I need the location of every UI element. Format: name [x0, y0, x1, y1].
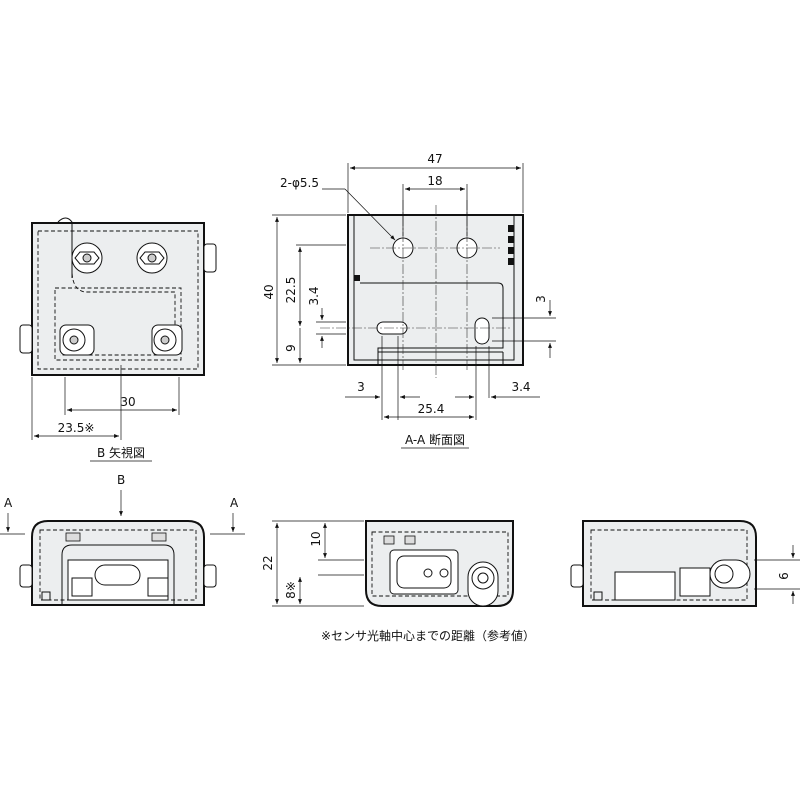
b-view: 30 23.5※ B 矢視図: [19, 217, 217, 462]
section-view-a-a: 47 18 2-φ5.5 40 22.5 3.4 9 3: [262, 152, 556, 449]
arrow-label-a-left: A: [4, 496, 13, 510]
dim-3-4-bottom: 3.4: [511, 380, 530, 394]
front-lens: [94, 564, 141, 586]
bolt-top-right: [136, 242, 168, 274]
front-view: A A B: [0, 473, 245, 606]
bolt-bottom-right: [151, 324, 183, 356]
hole-callout: 2-φ5.5: [280, 176, 319, 190]
bolt-top-left: [71, 242, 103, 274]
section-inner-wall: [353, 214, 515, 361]
dim-30: 30: [120, 395, 135, 409]
footnote: ※センサ光軸中心までの距離（参考値）: [321, 628, 535, 643]
dim-25-4: 25.4: [418, 402, 445, 416]
dim-3-bottom: 3: [357, 380, 365, 394]
b-view-caption: B 矢視図: [97, 445, 145, 460]
side-pin-right: [203, 243, 217, 273]
bolt-bottom-left: [59, 324, 95, 356]
dim-3-4-vertical: 3.4: [307, 286, 321, 305]
side-pin-left: [19, 324, 33, 354]
side-view: 22 10 8※: [261, 520, 514, 607]
section-body: [347, 214, 524, 366]
right-view: 6: [570, 520, 800, 607]
slot-vertical: [474, 317, 490, 345]
dim-22: 22: [261, 555, 275, 570]
dim-40: 40: [262, 284, 276, 299]
dim-3-right: 3: [534, 295, 548, 303]
dim-8: 8※: [284, 581, 298, 599]
arrow-label-b: B: [117, 473, 125, 487]
section-caption: A-A 断面図: [405, 432, 465, 447]
arrow-label-a-right: A: [230, 496, 239, 510]
dim-47: 47: [427, 152, 442, 166]
dim-10: 10: [309, 531, 323, 546]
section-teeth: [354, 225, 514, 281]
dim-9: 9: [284, 344, 298, 352]
dim-22-5: 22.5: [284, 277, 298, 304]
dim-6: 6: [777, 572, 791, 580]
dim-18: 18: [427, 174, 442, 188]
dim-23-5: 23.5※: [58, 421, 95, 435]
